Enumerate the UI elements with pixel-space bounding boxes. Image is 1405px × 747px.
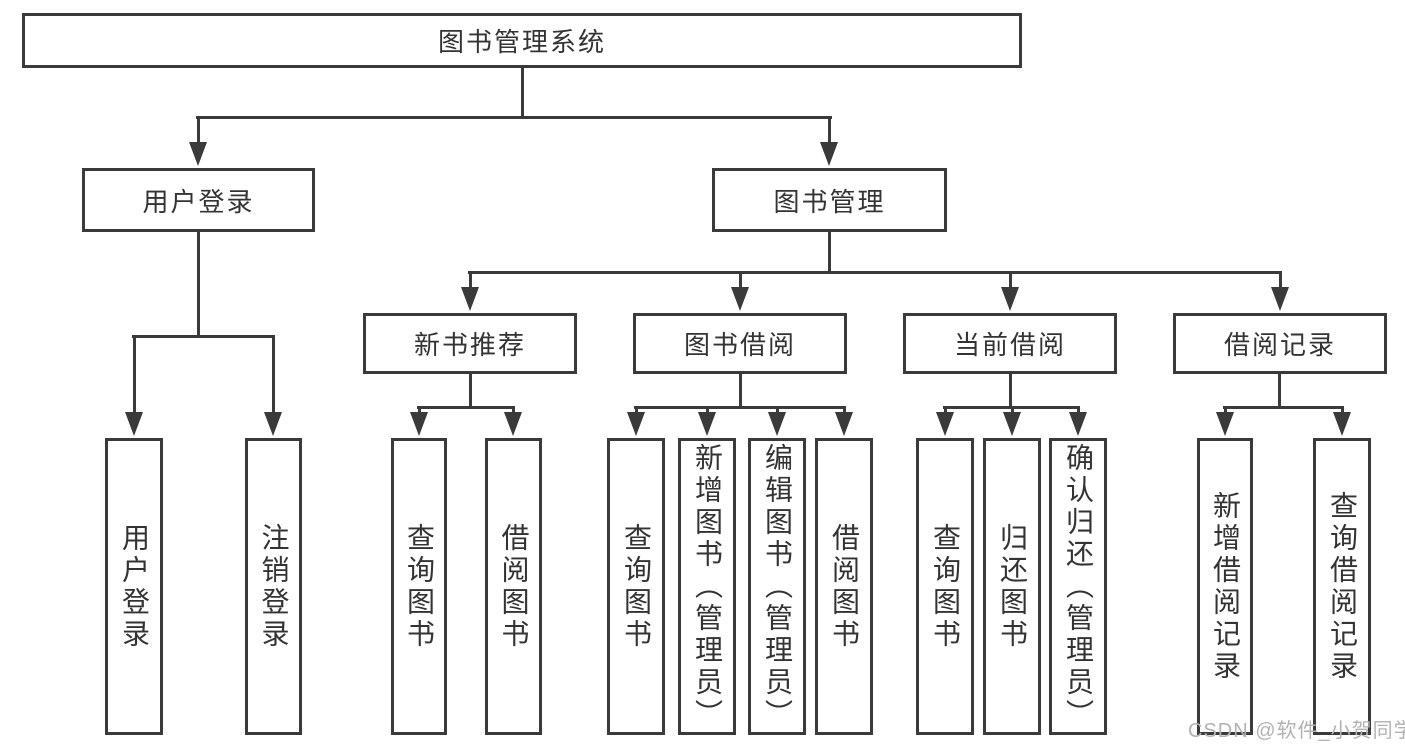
node-user-login-group: 用户登录	[82, 168, 315, 232]
node-add-borrow-record: 新增借阅记录	[1197, 438, 1253, 735]
csdn-watermark: CSDN @软件_小贺同学	[1188, 720, 1405, 742]
connector-arrow-shaft	[418, 406, 421, 414]
connector-stem	[1278, 374, 1281, 409]
node-add-books-admin: 新增图书（管理员）	[678, 438, 736, 735]
arrow-down-icon	[1271, 287, 1289, 311]
connector-arrow-shaft	[706, 406, 709, 414]
node-book-management: 图书管理	[712, 168, 947, 232]
connector-arrow-shaft	[1279, 271, 1282, 289]
node-query-borrow-record: 查询借阅记录	[1313, 438, 1371, 735]
connector-rail	[1223, 406, 1344, 409]
arrow-down-icon	[189, 142, 207, 166]
node-borrow-books-borrowing-label: 借阅图书	[829, 522, 860, 651]
node-query-books-borrowing: 查询图书	[607, 438, 665, 735]
arrow-down-icon	[264, 412, 282, 436]
node-current-borrowing-label: 当前借阅	[953, 330, 1066, 360]
arrow-down-icon	[835, 412, 853, 436]
connector-rail	[196, 116, 832, 119]
connector-arrow-shaft	[272, 335, 275, 414]
arrow-down-icon	[731, 287, 749, 311]
arrow-down-icon	[698, 412, 716, 436]
arrow-down-icon	[1333, 412, 1351, 436]
connector-arrow-shaft	[739, 271, 742, 289]
connector-rail	[468, 271, 1282, 274]
node-query-books-borrowing-label: 查询图书	[621, 522, 652, 651]
node-confirm-return-admin-label: 确认归还（管理员）	[1063, 442, 1094, 731]
arrow-down-icon	[461, 287, 479, 311]
connector-arrow-shaft	[1077, 406, 1080, 414]
connector-arrow-shaft	[133, 335, 136, 414]
node-confirm-return-admin: 确认归还（管理员）	[1049, 438, 1107, 735]
arrow-down-icon	[125, 412, 143, 436]
node-logout-label: 注销登录	[258, 522, 290, 651]
node-user-login: 用户登录	[105, 438, 163, 735]
arrow-down-icon	[504, 412, 522, 436]
node-book-borrowing-label: 图书借阅	[683, 330, 796, 360]
node-book-management-label: 图书管理	[773, 186, 886, 217]
connector-stem	[739, 374, 742, 409]
arrow-down-icon	[1069, 412, 1087, 436]
connector-rail	[634, 406, 846, 409]
node-logout: 注销登录	[245, 438, 302, 735]
connector-stem	[469, 374, 472, 409]
connector-rail	[132, 335, 275, 338]
connector-stem	[521, 68, 524, 119]
arrow-down-icon	[1003, 412, 1021, 436]
connector-arrow-shaft	[512, 406, 515, 414]
arrow-down-icon	[1216, 412, 1234, 436]
node-return-books: 归还图书	[983, 438, 1041, 735]
arrow-down-icon	[1001, 287, 1019, 311]
connector-arrow-shaft	[843, 406, 846, 414]
connector-arrow-shaft	[197, 116, 200, 144]
connector-rail	[417, 406, 515, 409]
arrow-down-icon	[410, 412, 428, 436]
node-root-system-label: 图书管理系统	[437, 27, 606, 57]
connector-arrow-shaft	[1341, 406, 1344, 414]
node-user-login-label: 用户登录	[119, 522, 150, 651]
connector-arrow-shaft	[828, 116, 831, 144]
node-user-login-group-label: 用户登录	[142, 186, 255, 217]
node-borrow-books-recommend: 借阅图书	[485, 438, 542, 735]
connector-arrow-shaft	[469, 271, 472, 289]
connector-arrow-shaft	[944, 406, 947, 414]
connector-arrow-shaft	[635, 406, 638, 414]
node-new-book-recommend: 新书推荐	[363, 313, 577, 374]
node-borrowing-records: 借阅记录	[1173, 313, 1387, 374]
connector-arrow-shaft	[1011, 406, 1014, 414]
node-borrow-books-borrowing: 借阅图书	[815, 438, 873, 735]
connector-arrow-shaft	[1224, 406, 1227, 414]
node-add-borrow-record-label: 新增借阅记录	[1210, 490, 1241, 683]
node-borrow-books-recommend-label: 借阅图书	[498, 522, 530, 651]
arrow-down-icon	[820, 142, 838, 166]
node-new-book-recommend-label: 新书推荐	[413, 330, 526, 360]
arrow-down-icon	[627, 412, 645, 436]
node-borrowing-records-label: 借阅记录	[1223, 330, 1336, 360]
connector-stem	[197, 232, 200, 338]
node-book-borrowing: 图书借阅	[633, 313, 847, 374]
node-root-system: 图书管理系统	[22, 13, 1022, 68]
connector-stem	[1009, 374, 1012, 409]
node-query-books-recommend-label: 查询图书	[404, 522, 435, 651]
connector-arrow-shaft	[1009, 271, 1012, 289]
connector-arrow-shaft	[776, 406, 779, 414]
node-add-books-admin-label: 新增图书（管理员）	[692, 442, 723, 731]
node-edit-books-admin: 编辑图书（管理员）	[748, 438, 806, 735]
node-query-books-current: 查询图书	[916, 438, 974, 735]
arrow-down-icon	[936, 412, 954, 436]
arrow-down-icon	[768, 412, 786, 436]
node-current-borrowing: 当前借阅	[903, 313, 1117, 374]
node-query-books-recommend: 查询图书	[391, 438, 447, 735]
node-query-borrow-record-label: 查询借阅记录	[1327, 490, 1358, 683]
connector-stem	[828, 232, 831, 274]
node-edit-books-admin-label: 编辑图书（管理员）	[762, 442, 793, 731]
node-return-books-label: 归还图书	[997, 522, 1028, 651]
node-query-books-current-label: 查询图书	[930, 522, 961, 651]
